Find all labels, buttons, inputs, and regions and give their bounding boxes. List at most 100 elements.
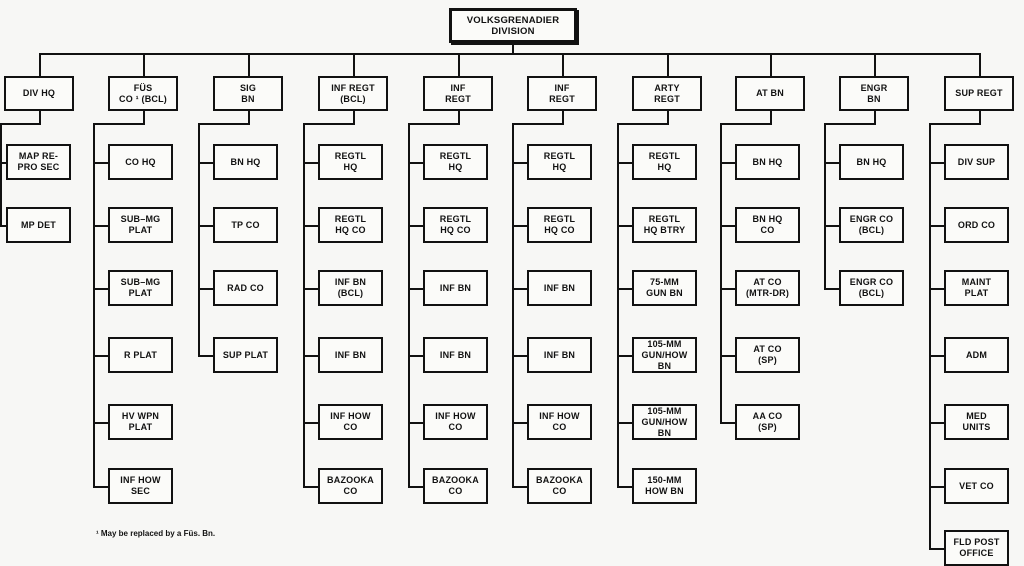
connector-line xyxy=(408,355,423,357)
connector-line xyxy=(0,123,41,125)
unit-box: ENGR BN xyxy=(839,76,909,111)
connector-line xyxy=(198,288,213,290)
connector-line xyxy=(770,53,772,76)
subunit-box: MAP RE- PRO SEC xyxy=(6,144,71,180)
subunit-box: 75-MM GUN BN xyxy=(632,270,697,306)
connector-line xyxy=(667,53,669,76)
subunit-box: SUB–MG PLAT xyxy=(108,270,173,306)
connector-line xyxy=(720,422,735,424)
connector-line xyxy=(824,225,839,227)
connector-rail xyxy=(512,123,514,488)
connector-line xyxy=(824,123,876,125)
connector-line xyxy=(512,123,564,125)
subunit-box: BN HQ xyxy=(839,144,904,180)
subunit-box: REGTL HQ xyxy=(632,144,697,180)
connector-line xyxy=(93,355,108,357)
connector-line xyxy=(562,111,564,124)
connector-line xyxy=(979,111,981,124)
unit-box: SUP REGT xyxy=(944,76,1014,111)
connector-line xyxy=(667,111,669,124)
division-box: VOLKSGRENADIER DIVISION xyxy=(449,8,577,43)
subunit-box: ADM xyxy=(944,337,1009,373)
connector-line xyxy=(512,162,527,164)
connector-line xyxy=(303,486,318,488)
unit-box: DIV HQ xyxy=(4,76,74,111)
connector-line xyxy=(512,288,527,290)
subunit-box: INF HOW CO xyxy=(423,404,488,440)
connector-line xyxy=(0,225,6,227)
connector-line xyxy=(929,486,944,488)
subunit-box: REGTL HQ xyxy=(527,144,592,180)
subunit-box: REGTL HQ CO xyxy=(423,207,488,243)
connector-line xyxy=(93,288,108,290)
connector-line xyxy=(512,486,527,488)
subunit-box: SUB–MG PLAT xyxy=(108,207,173,243)
subunit-box: MED UNITS xyxy=(944,404,1009,440)
connector-line xyxy=(248,111,250,124)
connector-line xyxy=(143,53,145,76)
connector-rail xyxy=(0,123,2,227)
connector-line xyxy=(408,422,423,424)
connector-line xyxy=(720,288,735,290)
subunit-box: BAZOOKA CO xyxy=(423,468,488,504)
connector-line xyxy=(929,355,944,357)
connector-line xyxy=(458,53,460,76)
connector-rail xyxy=(303,123,305,488)
connector-rail xyxy=(824,123,826,290)
unit-box: SIG BN xyxy=(213,76,283,111)
subunit-box: INF HOW CO xyxy=(527,404,592,440)
subunit-box: ORD CO xyxy=(944,207,1009,243)
unit-box: AT BN xyxy=(735,76,805,111)
connector-rail xyxy=(408,123,410,488)
connector-line xyxy=(198,225,213,227)
subunit-box: R PLAT xyxy=(108,337,173,373)
subunit-box: REGTL HQ CO xyxy=(527,207,592,243)
connector-line xyxy=(458,111,460,124)
connector-line xyxy=(617,123,669,125)
connector-line xyxy=(303,162,318,164)
connector-line xyxy=(408,162,423,164)
subunit-box: BN HQ xyxy=(213,144,278,180)
connector-line xyxy=(408,123,460,125)
footnote: ¹ May be replaced by a Füs. Bn. xyxy=(96,529,216,538)
connector-line xyxy=(512,43,514,54)
connector-line xyxy=(929,288,944,290)
connector-line xyxy=(512,422,527,424)
connector-line xyxy=(929,548,944,550)
subunit-box: FLD POST OFFICE xyxy=(944,530,1009,566)
subunit-box: REGTL HQ CO xyxy=(318,207,383,243)
connector-rail xyxy=(720,123,722,424)
connector-line xyxy=(353,53,355,76)
subunit-box: HV WPN PLAT xyxy=(108,404,173,440)
connector-line xyxy=(353,111,355,124)
connector-rail xyxy=(929,123,931,550)
subunit-box: REGTL HQ BTRY xyxy=(632,207,697,243)
subunit-box: BAZOOKA CO xyxy=(318,468,383,504)
subunit-box: BN HQ xyxy=(735,144,800,180)
connector-line xyxy=(929,422,944,424)
connector-line xyxy=(824,162,839,164)
connector-rail xyxy=(617,123,619,488)
connector-line xyxy=(93,422,108,424)
subunit-box: REGTL HQ xyxy=(318,144,383,180)
subunit-box: RAD CO xyxy=(213,270,278,306)
connector-line xyxy=(143,111,145,124)
unit-box: INF REGT xyxy=(527,76,597,111)
subunit-box: INF BN xyxy=(527,270,592,306)
subunit-box: ENGR CO (BCL) xyxy=(839,207,904,243)
connector-line xyxy=(874,111,876,124)
connector-rail xyxy=(198,123,200,357)
subunit-box: ENGR CO (BCL) xyxy=(839,270,904,306)
connector-line xyxy=(198,123,250,125)
subunit-box: 105-MM GUN/HOW BN xyxy=(632,337,697,373)
unit-box: FÜS CO ¹ (BCL) xyxy=(108,76,178,111)
connector-line xyxy=(929,162,944,164)
connector-rail xyxy=(93,123,95,488)
connector-line xyxy=(617,225,632,227)
connector-line xyxy=(562,53,564,76)
subunit-box: CO HQ xyxy=(108,144,173,180)
subunit-box: MAINT PLAT xyxy=(944,270,1009,306)
subunit-box: SUP PLAT xyxy=(213,337,278,373)
connector-line xyxy=(93,123,145,125)
connector-line xyxy=(770,111,772,124)
